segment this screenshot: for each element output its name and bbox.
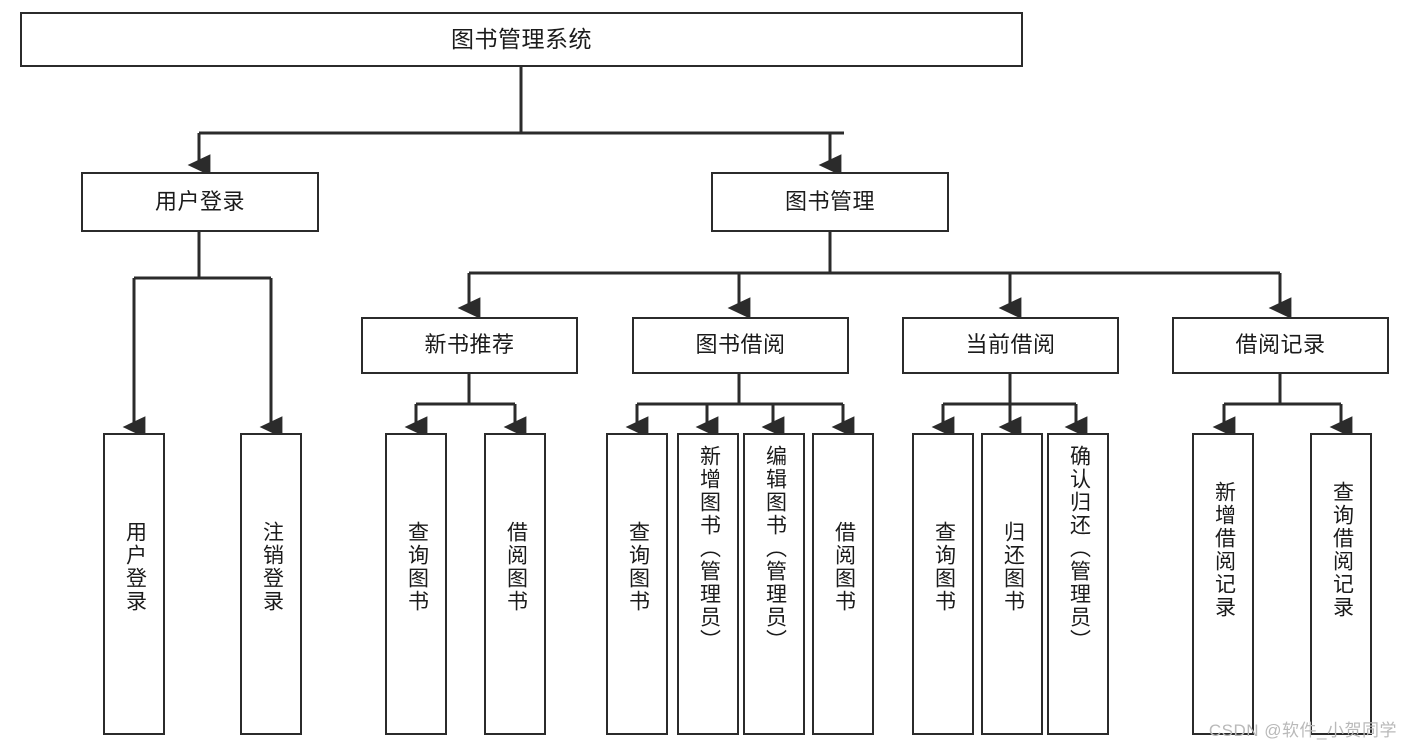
node-label: 查询借阅记录 [1330,481,1354,619]
node-label: 查询图书 [405,521,429,613]
node-borrow-records[interactable]: 借阅记录 [1172,317,1389,374]
node-label: 查询图书 [932,521,956,613]
node-label: 用户登录 [123,521,147,613]
leaf-query-book-current[interactable]: 查询图书 [912,433,974,735]
node-book-management[interactable]: 图书管理 [711,172,949,232]
leaf-query-book-borrow[interactable]: 查询图书 [606,433,668,735]
csdn-watermark: CSDN @软件_小贺同学 [1208,721,1397,740]
node-label: 查询图书 [626,521,650,613]
node-label: 用户登录 [154,188,245,214]
node-label: 借阅图书 [832,521,856,613]
node-label: 新增借阅记录 [1212,481,1236,619]
node-label: 当前借阅 [965,332,1056,358]
node-label: 确认归还（管理员） [1067,445,1091,652]
leaf-borrow-book-recommend[interactable]: 借阅图书 [484,433,546,735]
leaf-edit-book-admin[interactable]: 编辑图书（管理员） [743,433,805,735]
node-label: 归还图书 [1001,521,1025,613]
leaf-add-borrow-record[interactable]: 新增借阅记录 [1192,433,1254,735]
node-label: 新增图书（管理员） [697,445,721,652]
leaf-logout[interactable]: 注销登录 [240,433,302,735]
leaf-add-book-admin[interactable]: 新增图书（管理员） [677,433,739,735]
node-new-book-recommend[interactable]: 新书推荐 [361,317,578,374]
node-user-login[interactable]: 用户登录 [81,172,319,232]
node-label: 借阅图书 [504,521,528,613]
node-label: 图书管理 [784,188,875,214]
leaf-return-book[interactable]: 归还图书 [981,433,1043,735]
node-root-system[interactable]: 图书管理系统 [20,12,1023,67]
node-book-borrow[interactable]: 图书借阅 [632,317,849,374]
node-current-borrow[interactable]: 当前借阅 [902,317,1119,374]
leaf-query-borrow-record[interactable]: 查询借阅记录 [1310,433,1372,735]
node-label: 图书管理系统 [451,25,592,52]
leaf-borrow-book[interactable]: 借阅图书 [812,433,874,735]
node-label: 图书借阅 [695,332,786,358]
leaf-user-login[interactable]: 用户登录 [103,433,165,735]
node-label: 新书推荐 [424,332,515,358]
node-label: 编辑图书（管理员） [763,445,787,652]
leaf-confirm-return-admin[interactable]: 确认归还（管理员） [1047,433,1109,735]
node-label: 借阅记录 [1235,332,1326,358]
leaf-query-book-recommend[interactable]: 查询图书 [385,433,447,735]
node-label: 注销登录 [260,521,284,613]
